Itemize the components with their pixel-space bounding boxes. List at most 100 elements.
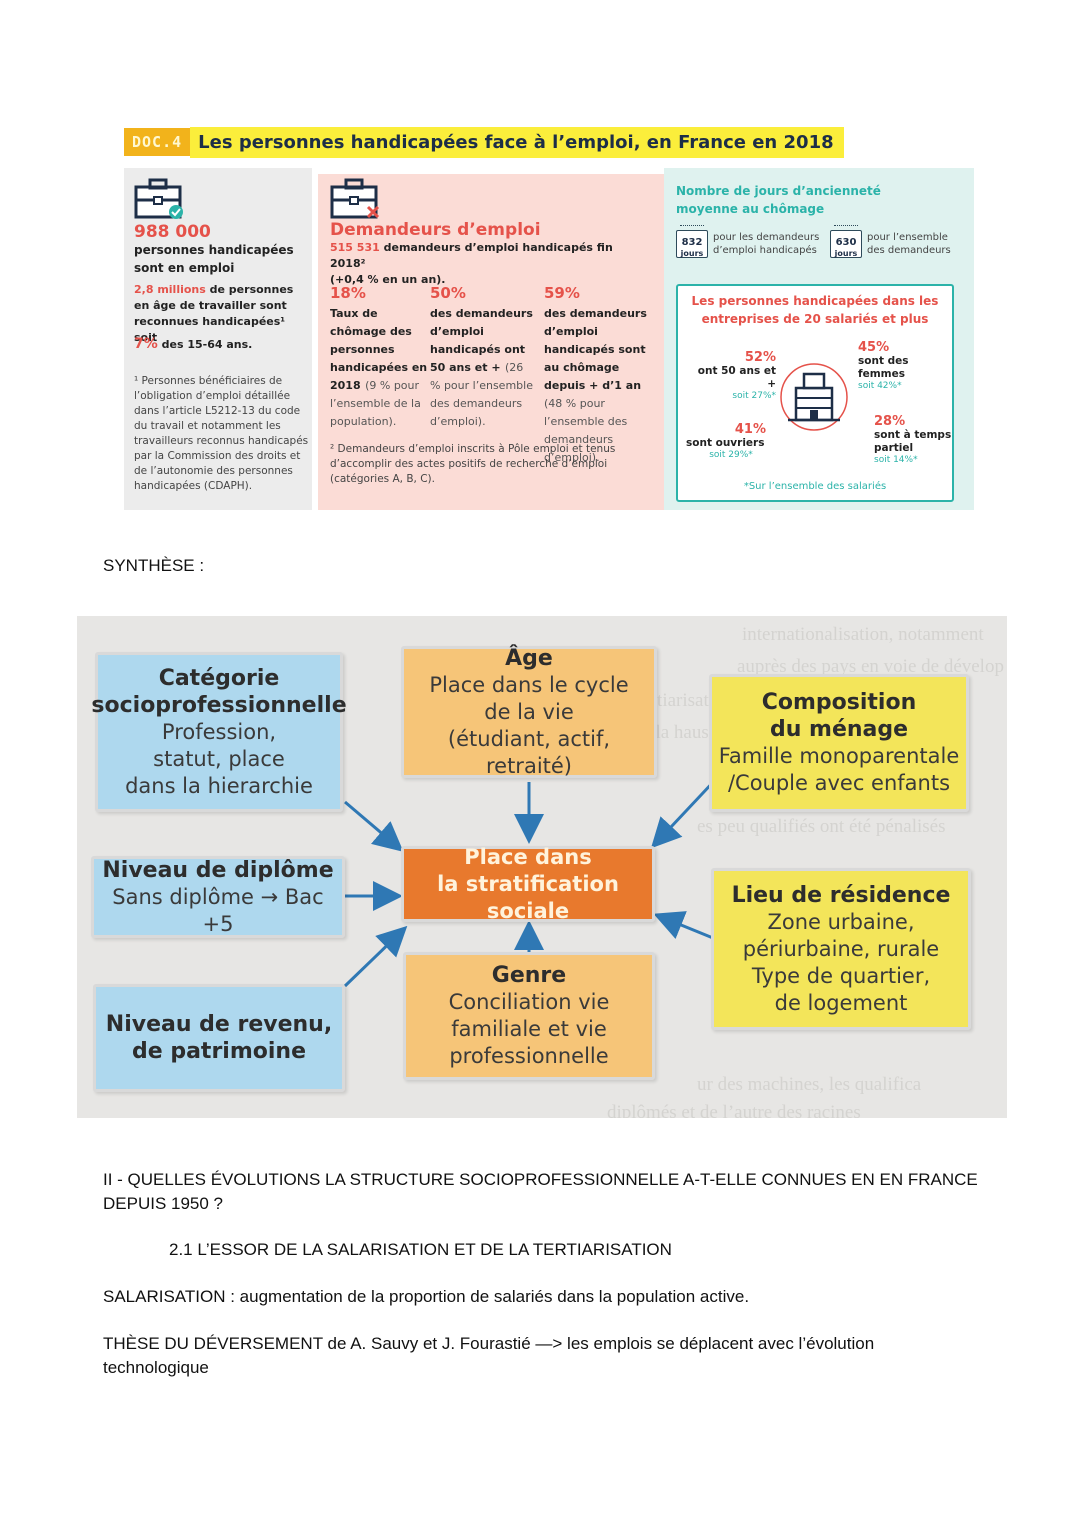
csp-body-3: dans la hierarchie xyxy=(125,773,313,798)
calendar-days: 832 xyxy=(681,237,703,248)
section-heading: II - QUELLES ÉVOLUTIONS LA STRUCTURE SOC… xyxy=(103,1168,978,1216)
job-seekers-title: Demandeurs d’emploi xyxy=(330,220,541,240)
gender-body-2: familiale et vie xyxy=(451,1017,607,1041)
diploma-title: Niveau de diplôme xyxy=(102,857,334,883)
stat-pct: 50% xyxy=(430,284,466,302)
firm-stat-workers: 41% sont ouvriers soit 29%* xyxy=(686,422,776,460)
stat-paren: (9 % pour l’ensemble de la population). xyxy=(330,379,421,428)
firm-stat-label: ont 50 ans et + xyxy=(697,365,776,390)
gender-box: Genre Conciliation vie familiale et vie … xyxy=(403,952,655,1080)
residence-title: Lieu de résidence xyxy=(731,882,951,908)
household-title-2: du ménage xyxy=(769,717,909,742)
calendar-all: 630 jours pour l’ensemble des demandeurs xyxy=(830,225,957,258)
footnote-2: ² Demandeurs d’emploi inscrits à Pôle em… xyxy=(330,443,616,485)
firm-stat-label: sont ouvriers xyxy=(686,437,765,449)
csp-body-1: Profession, xyxy=(161,719,277,744)
employed-line1: personnes handicapées xyxy=(134,243,294,257)
footnote-1: ¹ Personnes bénéficiaires de l’obligatio… xyxy=(134,375,309,492)
gender-title: Genre xyxy=(491,963,567,988)
employed-number: 988 000 xyxy=(134,222,211,242)
job-seekers-text: demandeurs d’emploi handicapés fin 2018² xyxy=(330,241,613,270)
residence-body-2: périurbaine, rurale xyxy=(742,936,940,961)
csp-title-2: socioprofessionnelle xyxy=(91,692,347,718)
job-seekers-change: (+0,4 % en un an). xyxy=(330,273,446,286)
firm-stat-sub: soit 27%* xyxy=(732,391,776,401)
these-line2: technologique xyxy=(103,1358,209,1377)
firms-title: Les personnes handicapées dans les entre… xyxy=(691,294,939,326)
center-line-1: Place dans xyxy=(464,844,592,869)
share-value: 7% xyxy=(134,336,158,352)
subheading: 2.1 L’ESSOR DE LA SALARISATION ET DE LA … xyxy=(169,1240,672,1259)
calendar-icon: 630 jours xyxy=(830,225,862,258)
briefcase-cross-icon xyxy=(330,178,380,219)
firm-stat-pct: 52% xyxy=(744,350,776,365)
doc4-header: DOC.4 Les personnes handicapées face à l… xyxy=(124,126,844,158)
firms-footnote: *Sur l’ensemble des salariés xyxy=(743,481,887,492)
diploma-body: Sans diplôme → Bac +5 xyxy=(112,884,324,936)
calendar-icon: 832 jours xyxy=(676,225,708,258)
firms-box: Les personnes handicapées dans les entre… xyxy=(676,284,954,502)
recognized-line: reconnues handicapées¹ soit xyxy=(134,315,286,344)
calendar-days: 630 xyxy=(835,237,857,248)
job-seekers-number: 515 531 xyxy=(330,241,380,254)
calendar-unit: jours xyxy=(834,249,858,258)
gender-body-1: Conciliation vie xyxy=(448,990,610,1014)
firm-stat-age: 52% ont 50 ans et + soit 27%* xyxy=(686,350,776,401)
household-body-2: /Couple avec enfants xyxy=(727,771,951,795)
these-line1: THÈSE DU DÉVERSEMENT de A. Sauvy et J. F… xyxy=(103,1334,875,1353)
firm-stat-label: sont des femmes xyxy=(858,355,909,380)
stratification-diagram: internationalisation, notamment auprès d… xyxy=(77,616,1007,1118)
age-box: Âge Place dans le cycle de la vie (étudi… xyxy=(401,646,657,778)
center-line-2: la stratification sociale xyxy=(437,871,619,923)
stat-paren: (26 % pour l’ensemble des demandeurs d’e… xyxy=(430,361,533,428)
stat-label: des demandeurs d’emploi handicapés ont 5… xyxy=(430,307,533,374)
household-title-1: Composition xyxy=(761,690,917,715)
doc4-infographic: DOC.4 Les personnes handicapées face à l… xyxy=(124,126,974,510)
millions-value: 2,8 millions xyxy=(134,283,206,296)
residence-body-1: Zone urbaine, xyxy=(767,909,915,934)
section-heading-line2: DEPUIS 1950 ? xyxy=(103,1194,224,1213)
firm-stat-sub: soit 14%* xyxy=(874,455,918,465)
firm-stat-pct: 45% xyxy=(858,340,890,355)
firm-stat-label: sont à temps partiel xyxy=(874,429,952,454)
office-building-icon xyxy=(780,363,848,431)
income-title-2: de patrimoine xyxy=(132,1039,306,1064)
firm-stat-sub: soit 29%* xyxy=(709,450,753,460)
synthese-label: SYNTHÈSE : xyxy=(103,556,205,575)
income-title-1: Niveau de revenu, xyxy=(105,1012,333,1037)
stat-age: 50% des demandeurs d’emploi handicapés o… xyxy=(430,284,535,430)
section-heading-line1: II - QUELLES ÉVOLUTIONS LA STRUCTURE SOC… xyxy=(103,1170,978,1189)
calendar-unit: jours xyxy=(680,249,704,258)
residence-body-3: Type de quartier, xyxy=(751,963,931,988)
millions-line: de personnes xyxy=(209,283,294,296)
doc-tag: DOC.4 xyxy=(124,128,191,156)
job-seekers-panel: Demandeurs d’emploi 515 531 demandeurs d… xyxy=(318,174,664,510)
share-line: des 15-64 ans. xyxy=(161,338,253,351)
firm-stat-sub: soit 42%* xyxy=(858,381,902,391)
stat-label: des demandeurs d’emploi handicapés sont … xyxy=(544,307,647,392)
calendar-text: pour l’ensemble des demandeurs xyxy=(867,232,951,256)
firm-stat-women: 45% sont des femmes soit 42%* xyxy=(858,340,948,391)
stat-pct: 59% xyxy=(544,284,580,302)
stat-label: Taux de chômage des personnes handicapée… xyxy=(330,307,428,392)
age-body-1: Place dans le cycle xyxy=(429,672,629,697)
center-box: Place dans la stratification sociale xyxy=(401,844,655,923)
stat-pct: 18% xyxy=(330,284,366,302)
age-body-3: (étudiant, actif, retraité) xyxy=(447,726,611,778)
csp-box: Catégorie socioprofessionnelle Professio… xyxy=(91,652,347,812)
working-age-line: en âge de travailler sont xyxy=(134,299,287,312)
csp-title-1: Catégorie xyxy=(158,665,280,691)
firm-stat-parttime: 28% sont à temps partiel soit 14%* xyxy=(874,414,954,465)
stat-unemployment: 18% Taux de chômage des personnes handic… xyxy=(330,284,435,430)
salarisation-definition: SALARISATION : augmentation de la propor… xyxy=(103,1287,750,1306)
diploma-box: Niveau de diplôme Sans diplôme → Bac +5 xyxy=(91,856,345,938)
residence-body-4: de logement xyxy=(774,990,908,1015)
employed-line2: sont en emploi xyxy=(134,261,235,275)
firm-stat-pct: 41% xyxy=(734,422,766,437)
residence-box: Lieu de résidence Zone urbaine, périurba… xyxy=(711,868,971,1030)
gender-body-3: professionnelle xyxy=(449,1044,609,1068)
these-deversement: THÈSE DU DÉVERSEMENT de A. Sauvy et J. F… xyxy=(103,1332,874,1380)
doc-title: Les personnes handicapées face à l’emplo… xyxy=(190,126,844,158)
stat-long-term: 59% des demandeurs d’emploi handicapés s… xyxy=(544,284,656,466)
arrows-layer xyxy=(343,776,719,988)
